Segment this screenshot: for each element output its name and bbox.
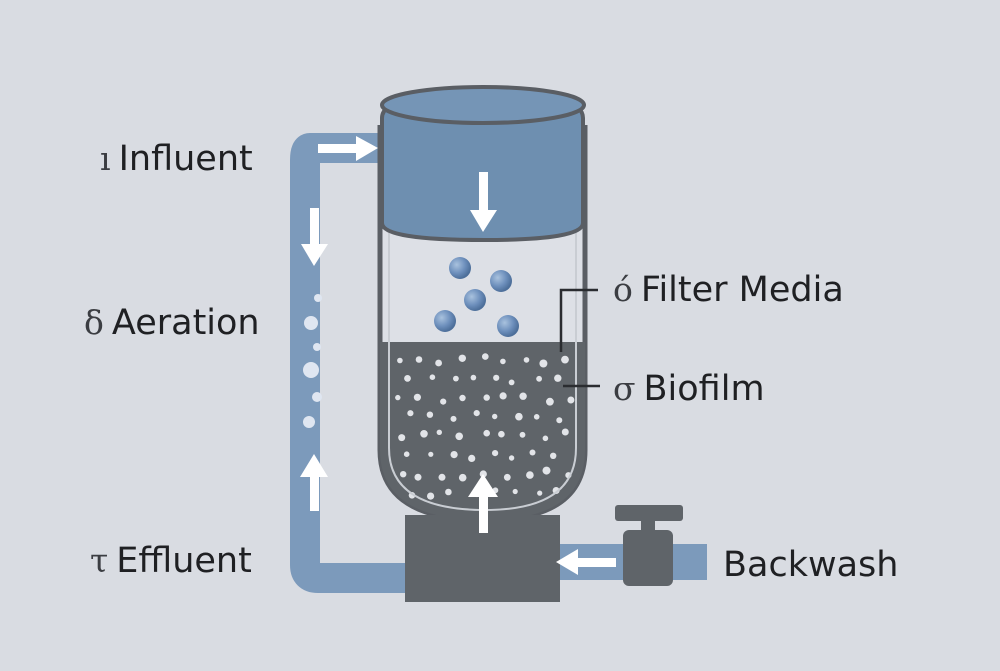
biofilm-particle — [483, 394, 490, 401]
biofilm-particle — [508, 379, 515, 386]
biofilm-particle — [556, 417, 563, 424]
pipe-down-arrow — [301, 208, 328, 266]
biofilm-particle — [515, 412, 523, 421]
biofilm-particle — [533, 414, 540, 420]
biofilm-particle — [450, 415, 457, 422]
biofilm-particle — [499, 392, 507, 400]
biofilm-particles — [395, 353, 575, 500]
backwash-up-arrow — [468, 474, 498, 533]
biofilm-particle — [526, 471, 534, 479]
biofilm-particle — [468, 454, 476, 462]
biofilm-particle — [470, 374, 477, 381]
influent-text: Influent — [118, 139, 253, 179]
biofilm-particle — [400, 471, 407, 478]
biofilm-particle — [450, 451, 458, 459]
biofilm-particle — [398, 434, 406, 442]
biofilm-particle — [492, 413, 498, 420]
biofilm-particle — [508, 455, 515, 461]
biofilm-particle — [436, 429, 442, 435]
biofilm-particle — [445, 488, 452, 496]
biofilm-particle — [415, 356, 423, 363]
biofilm-particle — [498, 430, 505, 438]
biofilm-particle — [542, 435, 549, 442]
backwash-inlet-arrow — [556, 549, 616, 575]
biofilm-particle — [561, 355, 569, 364]
influent-arrow — [318, 136, 378, 161]
biofilm-particle — [523, 357, 530, 363]
biofilm-particle — [479, 470, 487, 478]
pipe-bubbles — [303, 294, 322, 428]
biofilm-particle — [397, 357, 403, 364]
vessel-top-rim — [380, 85, 586, 125]
biofilm-particle — [413, 393, 421, 401]
biofilm-particle — [459, 394, 466, 402]
biofilm-particle — [426, 411, 434, 418]
biofilm-particle — [529, 449, 536, 456]
biofilm-particle — [440, 398, 447, 405]
biofilm-symbol: σ — [613, 369, 636, 408]
biofilm-particle — [512, 488, 518, 495]
pipe-up-arrow — [300, 454, 328, 511]
biofilm-particle — [403, 451, 410, 458]
downflow-arrow — [470, 172, 497, 232]
biofilm-particle — [503, 473, 511, 481]
biofilm-particle — [519, 431, 526, 438]
biofilm-particle — [429, 374, 436, 381]
recirculation-pipe — [290, 133, 410, 593]
backwash-text: Backwash — [723, 545, 899, 585]
biofilm-particle — [542, 466, 551, 475]
effluent-text: Effluent — [116, 541, 252, 581]
label-leader-lines — [559, 288, 600, 388]
biofilm-particle — [420, 430, 428, 438]
biofilm-particle — [407, 410, 414, 417]
biofilm-particle — [546, 397, 554, 406]
biofilm-particle — [500, 358, 506, 365]
biofilm-particle — [482, 353, 489, 360]
biofilm-particle — [427, 492, 435, 500]
biofilm-particle — [435, 359, 442, 367]
biofilm-particle — [455, 432, 464, 441]
biofilm-particle — [414, 473, 422, 481]
biofilm-particle — [554, 374, 562, 382]
effluent-symbol: τ — [90, 541, 109, 580]
biofilm-particle — [395, 394, 401, 401]
biofilm-particle — [561, 428, 569, 436]
biofilm-particle — [428, 451, 434, 457]
biofilm-particle — [483, 429, 491, 437]
biofilm-particle — [519, 392, 527, 400]
biofilm-particle — [536, 375, 542, 382]
influent-symbol: ı — [100, 139, 111, 178]
filter-media-symbol: ό — [613, 270, 633, 309]
biofilm-particle — [493, 374, 500, 381]
biofilm-particle — [458, 354, 466, 362]
backwash-valve — [615, 505, 683, 586]
biofilm-particle — [567, 396, 575, 404]
aeration-symbol: δ — [84, 303, 104, 342]
biofilm-text: Biofilm — [643, 369, 765, 409]
biofilm-particle — [473, 410, 480, 417]
aeration-text: Aeration — [111, 303, 260, 343]
biofilm-particle — [492, 450, 499, 457]
filter-media-text: Filter Media — [640, 270, 844, 310]
biofilm-particle — [438, 473, 446, 481]
flow-arrows — [300, 136, 616, 575]
label-backwash: Backwash — [723, 548, 898, 583]
biofilm-particle — [458, 473, 467, 482]
rising-bubbles — [434, 257, 519, 337]
biofilm-particle — [404, 375, 411, 382]
biofilm-particle — [539, 359, 548, 368]
biofilm-particle — [537, 490, 543, 496]
biofilm-particle — [550, 452, 557, 459]
biofilm-particle — [453, 375, 459, 382]
